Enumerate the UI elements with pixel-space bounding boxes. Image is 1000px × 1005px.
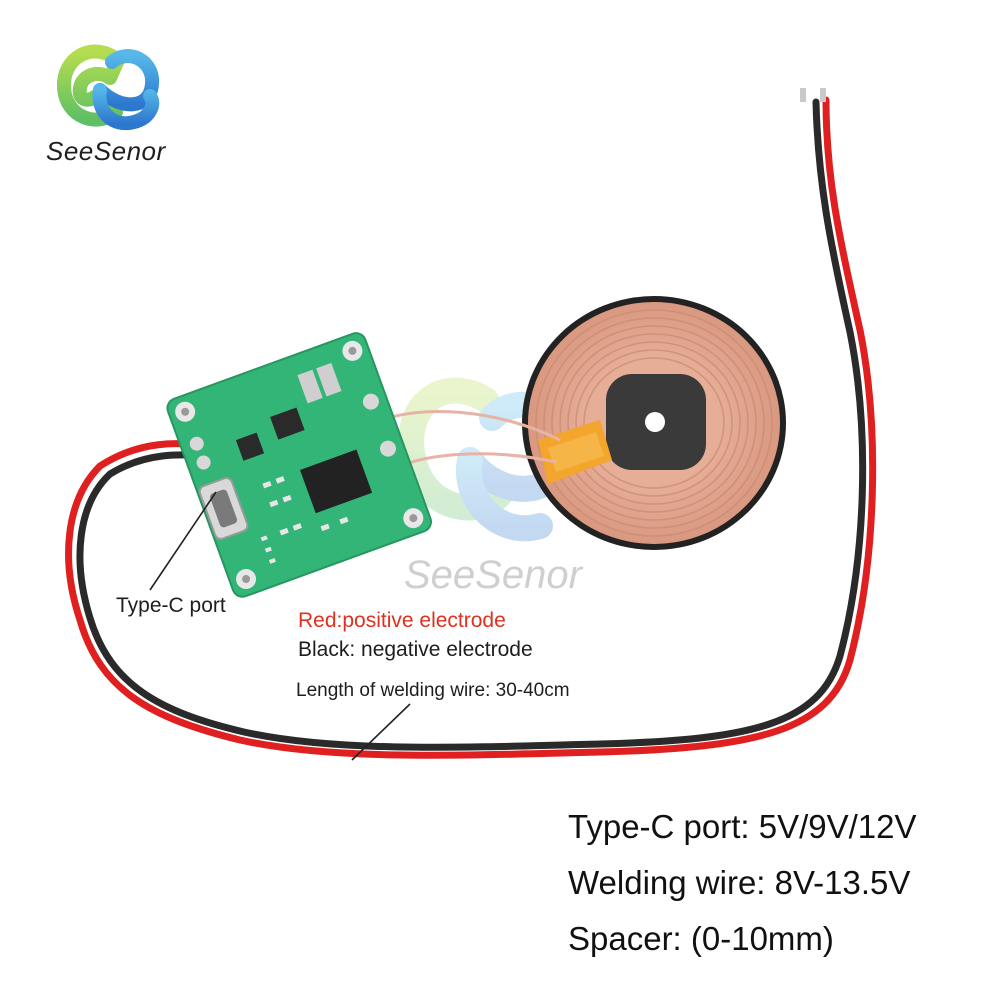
watermark-text: SeeSenor bbox=[404, 553, 582, 597]
spec-spacer-distance: Spacer: (0-10mm) bbox=[568, 920, 834, 957]
wire-length-label: Length of welding wire: 30-40cm bbox=[296, 680, 570, 701]
spec-typec-voltage: Type-C port: 5V/9V/12V bbox=[568, 808, 917, 845]
typec-port-label: Type-C port bbox=[116, 594, 226, 617]
seesenor-logo-icon bbox=[56, 44, 160, 131]
power-wire-pair bbox=[65, 88, 877, 759]
callout-lines bbox=[149, 491, 411, 761]
charging-coil bbox=[522, 296, 786, 550]
brand-logo-text: SeeSenor bbox=[46, 136, 166, 166]
receiver-pcb bbox=[166, 332, 432, 598]
red-wire-label: Red:positive electrode bbox=[298, 609, 506, 632]
black-wire-label: Black: negative electrode bbox=[298, 638, 533, 661]
spec-welding-wire-voltage: Welding wire: 8V-13.5V bbox=[568, 864, 911, 901]
